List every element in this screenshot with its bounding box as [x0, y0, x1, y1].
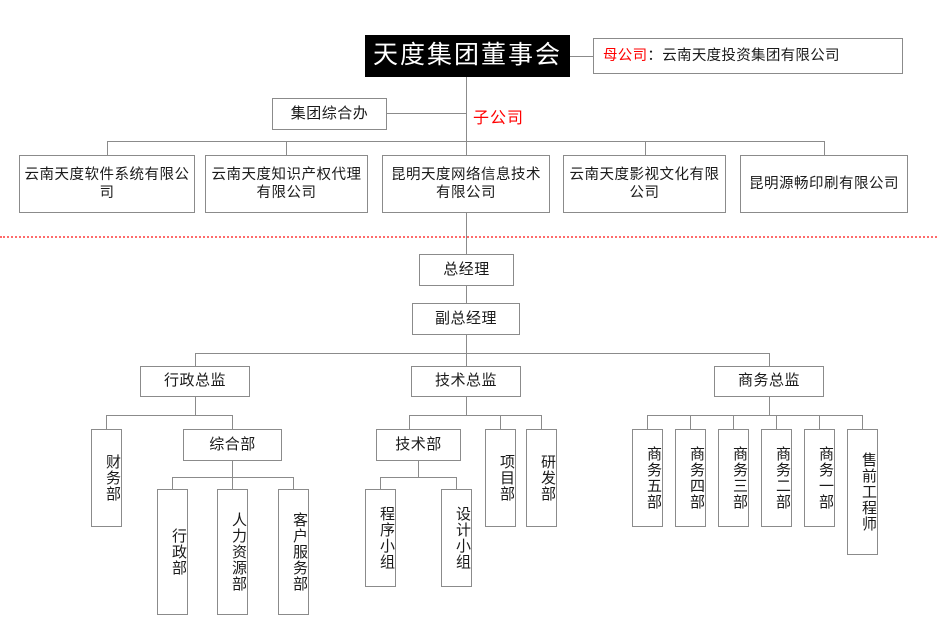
connector-drop-admin-child-2 — [232, 477, 233, 489]
node-subsidiary-1[interactable]: 云南天度软件系统有限公司 — [19, 155, 195, 213]
section-divider — [0, 236, 937, 238]
connector-gm-to-deputy — [466, 286, 467, 303]
connector-deputy-to-director-bar — [466, 335, 467, 353]
connector-drop-business-5 — [819, 415, 820, 429]
connector-drop-business-1 — [647, 415, 648, 429]
connector-drop-subsidiary-1 — [107, 141, 108, 155]
connector-trunk-to-subsidiary-bar — [466, 113, 467, 141]
connector-drop-subsidiary-4 — [645, 141, 646, 155]
connector-board-down — [466, 77, 467, 113]
node-subsidiary-2[interactable]: 云南天度知识产权代理有限公司 — [205, 155, 368, 213]
node-board-of-directors[interactable]: 天度集团董事会 — [365, 35, 570, 77]
node-program-team[interactable]: 程序小组 — [365, 489, 396, 587]
node-rnd-dept[interactable]: 研发部 — [526, 429, 557, 527]
legend-parent-separator: ： — [647, 47, 663, 64]
node-business-unit-4[interactable]: 商务四部 — [675, 429, 706, 527]
connector-drop-tech-dept — [409, 415, 410, 429]
node-general-manager[interactable]: 总经理 — [419, 254, 514, 286]
connector-drop-rnd-dept — [541, 415, 542, 429]
connector-drop-director-1 — [195, 353, 196, 366]
node-business-unit-2[interactable]: 商务二部 — [761, 429, 792, 527]
connector-drop-subsidiary-3 — [466, 141, 467, 155]
node-design-team[interactable]: 设计小组 — [441, 489, 472, 587]
connector-business-bus-bar — [647, 415, 862, 416]
node-project-dept[interactable]: 项目部 — [485, 429, 516, 527]
connector-drop-director-3 — [769, 353, 770, 366]
connector-tech-dept-down — [418, 461, 419, 477]
node-business-unit-1[interactable]: 商务一部 — [804, 429, 835, 527]
node-group-general-office[interactable]: 集团综合办 — [272, 98, 387, 130]
legend-parent-prefix: 母公司 — [603, 47, 648, 64]
connector-tech-bus-bar — [409, 415, 541, 416]
node-business-unit-3[interactable]: 商务三部 — [718, 429, 749, 527]
connector-admin-director-down — [195, 397, 196, 415]
node-subsidiary-4[interactable]: 云南天度影视文化有限公司 — [563, 155, 726, 213]
connector-group-office-to-trunk — [387, 113, 466, 114]
connector-drop-director-2 — [466, 353, 467, 366]
connector-drop-program-team — [380, 477, 381, 489]
connector-tech-dept-bus-bar — [380, 477, 456, 478]
node-administration-dept[interactable]: 行政部 — [157, 489, 188, 615]
connector-drop-business-4 — [776, 415, 777, 429]
connector-drop-general-affairs — [232, 415, 233, 429]
connector-drop-design-team — [456, 477, 457, 489]
node-human-resources-dept[interactable]: 人力资源部 — [217, 489, 248, 615]
connector-trunk-through-divider — [466, 213, 467, 254]
node-general-affairs-dept[interactable]: 综合部 — [183, 429, 282, 461]
connector-director-bus-bar — [195, 353, 769, 354]
node-director-administration[interactable]: 行政总监 — [140, 366, 250, 397]
node-deputy-general-manager[interactable]: 副总经理 — [412, 303, 520, 335]
node-customer-service-dept[interactable]: 客户服务部 — [278, 489, 309, 615]
connector-drop-presales-engineer — [862, 415, 863, 429]
node-presales-engineer[interactable]: 售前工程师 — [847, 429, 878, 555]
node-business-unit-5[interactable]: 商务五部 — [632, 429, 663, 527]
connector-admin-bus-bar — [106, 415, 232, 416]
node-director-business[interactable]: 商务总监 — [714, 366, 824, 397]
connector-drop-business-3 — [733, 415, 734, 429]
connector-board-to-parent-legend — [570, 56, 593, 57]
connector-drop-business-2 — [690, 415, 691, 429]
node-subsidiary-5[interactable]: 昆明源畅印刷有限公司 — [740, 155, 908, 213]
node-subsidiary-3[interactable]: 昆明天度网络信息技术有限公司 — [382, 155, 550, 213]
label-subsidiary: 子公司 — [473, 110, 525, 127]
connector-drop-admin-child-1 — [172, 477, 173, 489]
connector-drop-finance — [106, 415, 107, 429]
connector-business-director-down — [769, 397, 770, 415]
connector-general-affairs-down — [232, 461, 233, 477]
connector-drop-admin-child-3 — [293, 477, 294, 489]
connector-drop-project-dept — [500, 415, 501, 429]
node-director-technology[interactable]: 技术总监 — [411, 366, 521, 397]
connector-drop-subsidiary-5 — [824, 141, 825, 155]
connector-subsidiary-bus-bar — [107, 141, 824, 142]
connector-tech-director-down — [466, 397, 467, 415]
connector-drop-subsidiary-2 — [286, 141, 287, 155]
legend-parent-company-name: 云南天度投资集团有限公司 — [662, 47, 840, 64]
legend-parent-company: 母公司：云南天度投资集团有限公司 — [593, 38, 903, 74]
node-finance-dept[interactable]: 财务部 — [91, 429, 122, 527]
node-technology-dept[interactable]: 技术部 — [376, 429, 461, 461]
